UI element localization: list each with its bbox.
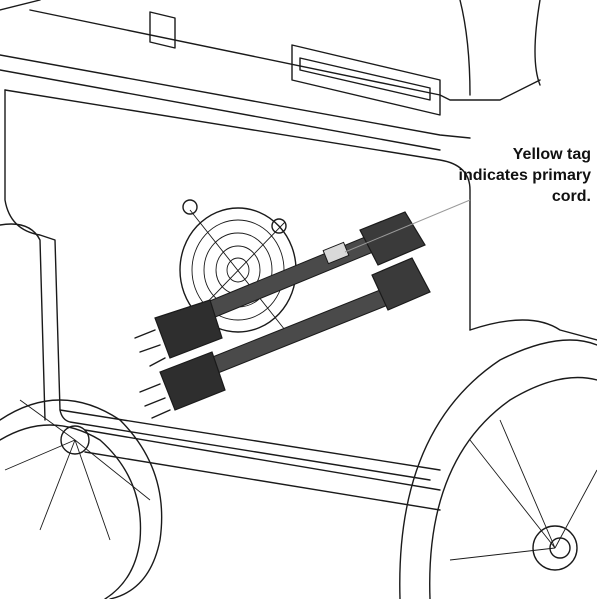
callout-line-2: indicates primary: [458, 167, 592, 184]
yellow-tag-callout: Yellow tag indicates primary cord.: [421, 144, 592, 207]
cart-lid: [0, 0, 541, 151]
cart-side-panel: [4, 89, 597, 481]
axle: [84, 429, 441, 511]
callout-line-3: cord.: [551, 188, 591, 205]
left-wheel: [0, 223, 163, 599]
secondary-power-cord: [139, 257, 431, 419]
callout-leader-line: [344, 199, 471, 253]
callout-line-1: Yellow tag: [512, 146, 591, 163]
right-wheel: [399, 339, 597, 599]
primary-power-cord: [134, 211, 426, 367]
